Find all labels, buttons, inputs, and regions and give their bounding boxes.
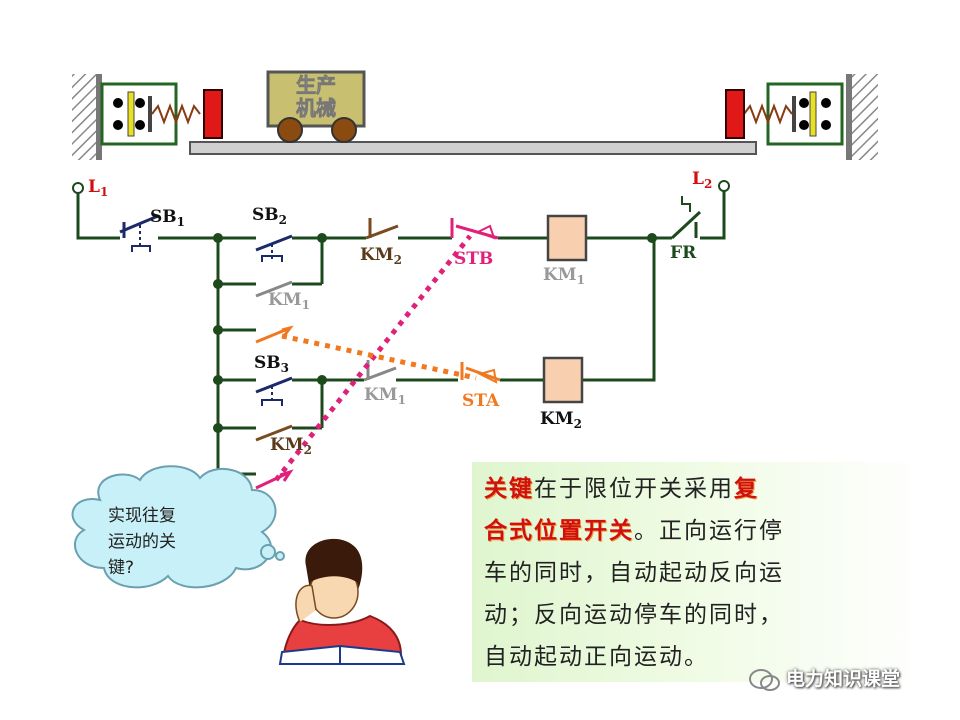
cart-wheel-left [277, 117, 303, 143]
track-rail [189, 141, 757, 155]
note-text-2: 。正向运行停 [634, 518, 784, 544]
control-circuit [72, 180, 730, 490]
note-highlight-switch: 合式位置开关 [484, 518, 634, 544]
label-stb: STB [454, 249, 493, 269]
fr-contact [670, 196, 702, 240]
sb1-switch [119, 214, 159, 252]
bubble-text-2: 运动的关 [108, 532, 176, 552]
thought-bubble: 实现往复 运动的关 键? [71, 465, 285, 589]
junction-dot [213, 233, 223, 243]
km1-coil [546, 214, 588, 262]
bubble-cloud [71, 465, 277, 589]
label-km1-mid: KM1 [364, 385, 406, 407]
junction-dot [317, 233, 327, 243]
mechanical-section: 生产 机械 [72, 70, 878, 160]
terminal-l1 [72, 182, 84, 194]
label-km1-hold: KM1 [268, 290, 310, 312]
bubble-trail [275, 551, 285, 561]
label-km2-coil: KM2 [540, 409, 582, 431]
right-spring [743, 103, 793, 125]
note-line-4: 动；反向运动停车的同时， [484, 602, 784, 628]
km1-hold-contact [255, 280, 293, 298]
label-sb1: SB1 [150, 207, 185, 229]
label-km2-hold: KM2 [270, 435, 312, 457]
stb-contact [450, 218, 499, 240]
km2-hold-contact [255, 424, 293, 442]
right-wall [846, 74, 852, 160]
machine-label-1: 生产 [296, 73, 336, 97]
bubble-text-3: 键? [108, 558, 134, 578]
cart-wheel-right [331, 117, 357, 143]
label-l2: L2 [692, 169, 712, 191]
note-line-2: 合式位置开关。正向运行停 [484, 510, 914, 552]
left-limit-block [203, 89, 223, 139]
terminal-l2 [718, 180, 730, 192]
student-hair-front [310, 565, 360, 584]
student-arm [295, 584, 317, 623]
right-limit-block [725, 89, 745, 139]
note-line-3: 车的同时，自动起动反向运 [484, 560, 784, 586]
label-km1-coil: KM1 [543, 265, 585, 287]
sb3-switch [255, 376, 293, 406]
note-line-5: 自动起动正向运动。 [484, 644, 709, 670]
junction-dot [213, 279, 223, 289]
note-highlight-key: 关键 [484, 476, 534, 502]
sta-contact [460, 362, 501, 384]
left-limit-switch [100, 82, 178, 146]
right-limit-switch [766, 82, 844, 146]
km1-interlock-contact [363, 360, 397, 382]
label-km2-top: KM2 [360, 245, 402, 267]
label-l1: L1 [88, 177, 108, 199]
bubble-trail [260, 544, 276, 560]
note-line-1: 关键在于限位开关采用复 [484, 468, 914, 510]
junction-dot [213, 375, 223, 385]
note-highlight-fu: 复 [734, 476, 759, 502]
machine-label-2: 机械 [296, 96, 336, 120]
junction-dot [317, 375, 327, 385]
left-spring [151, 103, 201, 125]
thinking-student [278, 538, 406, 665]
stb-linkage-dotted [274, 234, 472, 482]
left-wall [96, 74, 102, 160]
junction-dot [647, 233, 657, 243]
junction-dot [213, 423, 223, 433]
watermark-text: 电力知识课堂 [786, 668, 901, 690]
sb2-switch [255, 234, 293, 262]
label-sta: STA [462, 391, 500, 411]
sq-contact-upper [255, 325, 294, 344]
junction-dot [213, 325, 223, 335]
student-book [278, 644, 406, 665]
sq-contact-lower [255, 469, 294, 490]
wechat-icon [749, 669, 780, 691]
label-fr: FR [670, 243, 697, 263]
label-sb3: SB3 [254, 353, 289, 375]
km2-interlock-contact [365, 218, 399, 240]
right-wall-hatch [852, 74, 878, 160]
sta-linkage-dotted [281, 333, 477, 381]
note-text-1: 在于限位开关采用 [534, 476, 734, 502]
explanation-note: 关键在于限位开关采用复 合式位置开关。正向运行停 车的同时，自动起动反向运 动；… [472, 462, 924, 682]
left-wall-hatch [72, 74, 98, 160]
km2-coil [542, 356, 584, 404]
label-sb2: SB2 [252, 205, 287, 227]
bubble-text-1: 实现往复 [108, 506, 176, 526]
machine-body [266, 70, 366, 128]
component-labels: L1 L2 SB1 SB2 KM2 STB KM1 FR KM1 SB3 KM1… [88, 169, 712, 457]
